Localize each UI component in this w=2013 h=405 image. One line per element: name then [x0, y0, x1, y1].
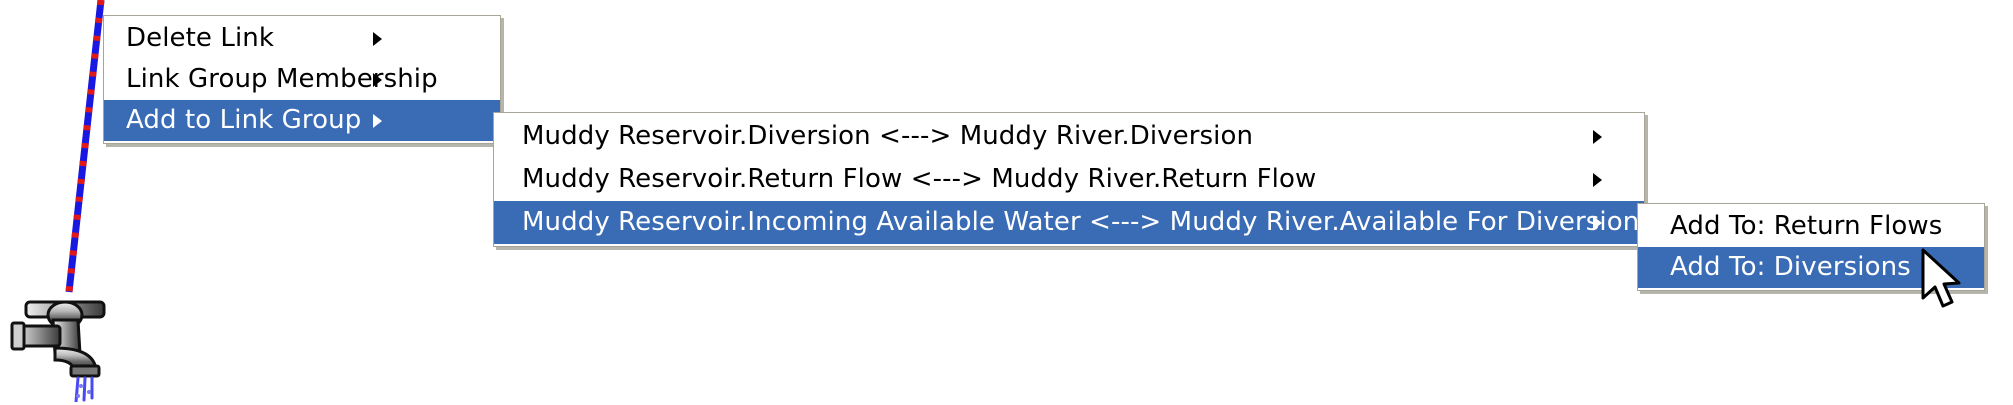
- menu-item-link-pair-return-flow[interactable]: Muddy Reservoir.Return Flow <---> Muddy …: [494, 158, 1644, 201]
- chevron-right-icon: [373, 113, 382, 128]
- menu-item-link-pair-incoming-available-water[interactable]: Muddy Reservoir.Incoming Available Water…: [494, 201, 1644, 244]
- menu-item-link-group-membership[interactable]: Link Group Membership: [104, 59, 500, 100]
- menu-item-label: Muddy Reservoir.Diversion <---> Muddy Ri…: [522, 121, 1254, 151]
- menu-item-label: Link Group Membership: [126, 64, 438, 94]
- chevron-right-icon: [1593, 215, 1602, 230]
- chevron-right-icon: [373, 72, 382, 87]
- menu-items: Muddy Reservoir.Diversion <---> Muddy Ri…: [494, 115, 1644, 244]
- menu-items: Delete Link Link Group Membership Add to…: [104, 18, 500, 141]
- menu-item-label: Delete Link: [126, 23, 275, 53]
- chevron-right-icon: [1593, 129, 1602, 144]
- faucet-icon[interactable]: [8, 282, 126, 402]
- add-to-link-group-submenu[interactable]: Muddy Reservoir.Diversion <---> Muddy Ri…: [493, 112, 1645, 247]
- menu-items: Add To: Return Flows Add To: Diversions: [1638, 206, 1984, 288]
- menu-item-label: Muddy Reservoir.Incoming Available Water…: [522, 207, 1640, 237]
- chevron-right-icon: [373, 31, 382, 46]
- chevron-right-icon: [1593, 172, 1602, 187]
- menu-item-add-to-diversions[interactable]: Add To: Diversions: [1638, 247, 1984, 288]
- menu-item-delete-link[interactable]: Delete Link: [104, 18, 500, 59]
- menu-item-label: Add To: Diversions: [1670, 252, 1911, 282]
- menu-item-label: Add to Link Group: [126, 105, 362, 135]
- menu-item-add-to-return-flows[interactable]: Add To: Return Flows: [1638, 206, 1984, 247]
- link-context-menu[interactable]: Delete Link Link Group Membership Add to…: [103, 15, 501, 144]
- menu-item-link-pair-diversion[interactable]: Muddy Reservoir.Diversion <---> Muddy Ri…: [494, 115, 1644, 158]
- menu-item-add-to-link-group[interactable]: Add to Link Group: [104, 100, 500, 141]
- link-group-target-submenu[interactable]: Add To: Return Flows Add To: Diversions: [1637, 203, 1985, 291]
- menu-item-label: Muddy Reservoir.Return Flow <---> Muddy …: [522, 164, 1317, 194]
- menu-item-label: Add To: Return Flows: [1670, 211, 1943, 241]
